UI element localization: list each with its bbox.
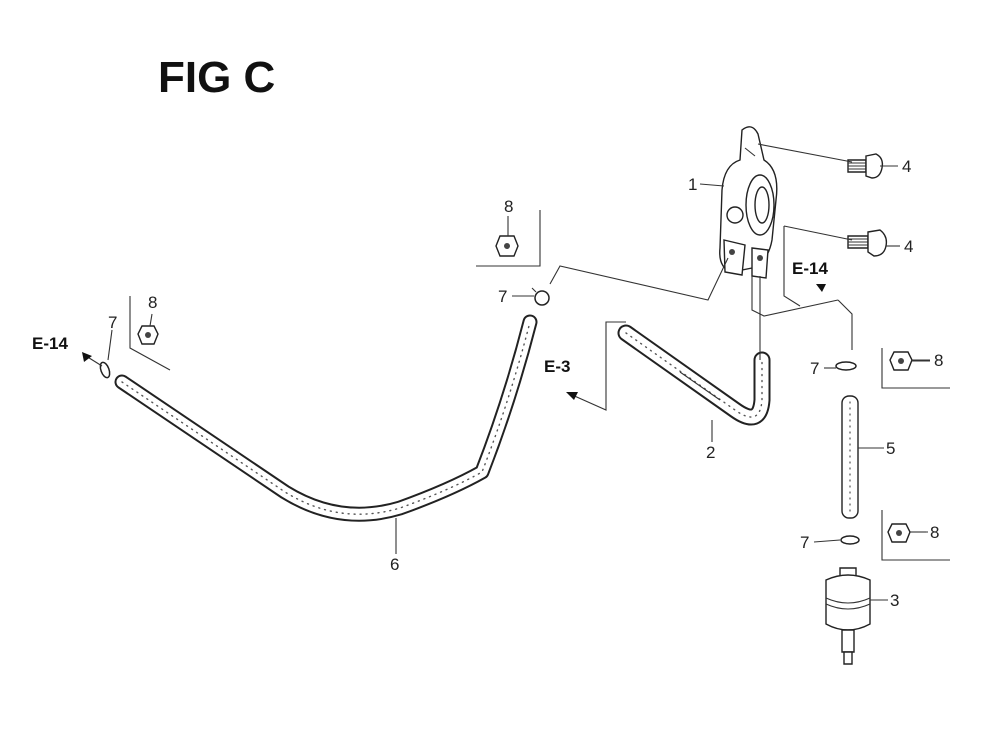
- callout-clamp-right-top: 8: [934, 351, 943, 370]
- fuel-pump: [719, 126, 778, 279]
- ref-e14-left: E-14: [32, 334, 68, 353]
- e14-left-arrowhead: [82, 352, 92, 362]
- callout-clip-right-top: 7: [810, 359, 819, 378]
- callout-clamp-right-bottom: 8: [930, 523, 939, 542]
- clip-center: [531, 287, 550, 306]
- clip-left: [99, 361, 111, 379]
- callout-hose-long: 6: [390, 555, 399, 574]
- callout-pump: 1: [688, 175, 697, 194]
- bolt-middle: [847, 229, 888, 257]
- bolt-top: [847, 153, 884, 179]
- ref-e3: E-3: [544, 357, 570, 376]
- fuel-filter: [825, 567, 871, 665]
- clip-right-top: [835, 361, 857, 371]
- callout-clip-left: 7: [108, 313, 117, 332]
- clamp-right-top: [889, 351, 913, 371]
- short-fuel-hose: [617, 324, 771, 426]
- ref-e14-right: E-14: [792, 259, 828, 278]
- figure-title: FIG C: [158, 53, 275, 102]
- callout-clamp-center: 8: [504, 197, 513, 216]
- fuel-tube: [841, 395, 859, 519]
- callout-tube: 5: [886, 439, 895, 458]
- clamp-center: [495, 235, 519, 257]
- callout-bolt-top: 4: [902, 157, 911, 176]
- callout-filter: 3: [890, 591, 899, 610]
- callout-clamp-left: 8: [148, 293, 157, 312]
- callout-clip-right-bottom: 7: [800, 533, 809, 552]
- clip-right-bottom: [840, 535, 860, 545]
- callout-hose-short: 2: [706, 443, 715, 462]
- leader-lines: [85, 143, 950, 601]
- callout-bolt-middle: 4: [904, 237, 913, 256]
- clamp-right-bottom: [887, 523, 911, 543]
- callout-clip-center: 7: [498, 287, 507, 306]
- e14-right-arrowhead: [816, 284, 826, 292]
- e3-arrowhead: [566, 392, 578, 400]
- long-fuel-hose: [114, 314, 538, 522]
- clamp-left: [137, 325, 159, 345]
